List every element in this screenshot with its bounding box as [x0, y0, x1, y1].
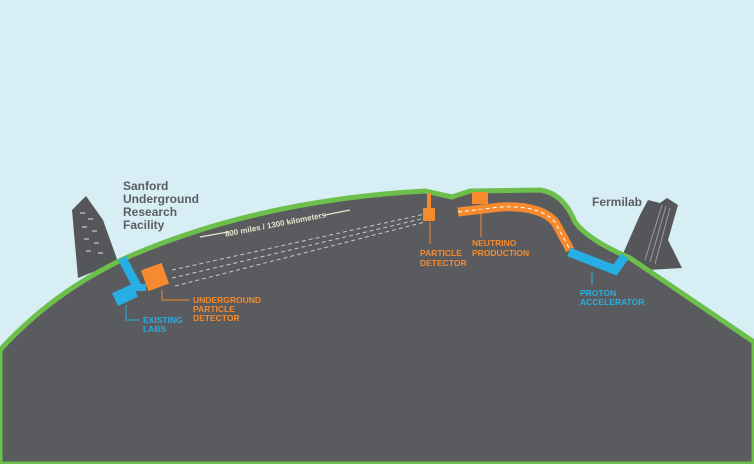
neutrino-beam [171, 213, 426, 287]
existing-labs-label-2: LABS [143, 324, 166, 334]
sanford-building [72, 196, 118, 278]
underground-detector-label-2: PARTICLE [193, 304, 235, 314]
sanford-line-4: Facility [123, 218, 165, 232]
near-particle-detector [423, 193, 435, 221]
proton-accelerator-label-1: PROTON [580, 288, 616, 298]
particle-detector-label-2: DETECTOR [420, 258, 467, 268]
ground [0, 187, 754, 464]
sanford-line-1: Sanford [123, 179, 168, 193]
neutrino-production-label-2: PRODUCTION [472, 248, 529, 258]
sanford-line-2: Underground [123, 192, 199, 206]
particle-detector-label-1: PARTICLE [420, 248, 462, 258]
neutrino-production-label-1: NEUTRINO [472, 238, 517, 248]
sanford-line-3: Research [123, 205, 177, 219]
neutrino-production-target [472, 192, 488, 204]
beamline-dash [457, 206, 571, 251]
proton-accelerator-label-2: ACCELERATOR [580, 297, 644, 307]
existing-labs [112, 256, 146, 306]
fermilab-building [615, 198, 682, 272]
underground-detector-label-3: DETECTOR [193, 313, 240, 323]
underground-detector-label-1: UNDERGROUND [193, 295, 261, 305]
fermilab-label: Fermilab [592, 195, 642, 209]
existing-labs-label-1: EXISTING [143, 315, 183, 325]
underground-particle-detector [140, 262, 170, 292]
leader-lines [125, 204, 593, 321]
sanford-windows [80, 212, 103, 254]
proton-accelerator [567, 247, 629, 276]
sanford-label: Sanford Underground Research Facility [123, 179, 199, 232]
